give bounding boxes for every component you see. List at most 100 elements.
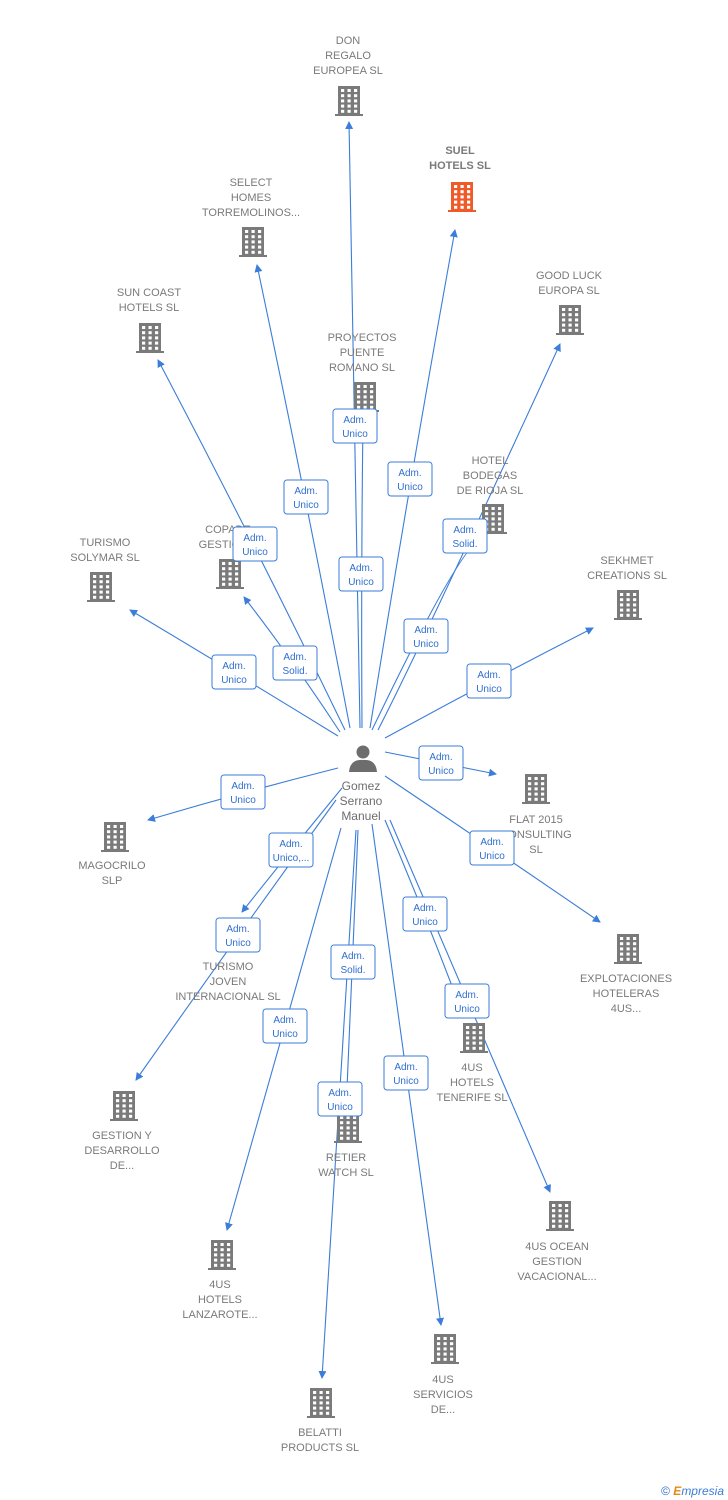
company-label-line: VACACIONAL... bbox=[517, 1271, 596, 1283]
relation-label-line: Unico bbox=[230, 795, 256, 806]
building-icon bbox=[431, 1334, 459, 1364]
relation-label-line: Unico bbox=[454, 1004, 480, 1015]
relation-label-line: Adm. bbox=[328, 1088, 351, 1099]
company-label-line: SLP bbox=[102, 875, 123, 887]
company-label-line: 4US OCEAN bbox=[525, 1241, 589, 1253]
relation-label-line: Unico bbox=[348, 577, 374, 588]
relation-label-line: Solid. bbox=[452, 539, 477, 550]
relation-badge-flat-2015[interactable]: Adm. Unico bbox=[418, 745, 464, 781]
building-icon bbox=[614, 590, 642, 620]
relation-label-line: Adm. bbox=[226, 924, 249, 935]
relation-badge-4us-tenerife[interactable]: Adm.Unico bbox=[402, 896, 448, 932]
company-node-4us-lanzarote[interactable]: 4US HOTELS LANZAROTE... bbox=[182, 1240, 258, 1321]
company-label-line: SERVICIOS bbox=[413, 1389, 473, 1401]
relation-badge-sun-coast[interactable]: Adm.Unico bbox=[232, 526, 278, 562]
relation-badge-magocrilo[interactable]: Adm. Unico bbox=[220, 774, 266, 810]
relation-badge-4us-servicios[interactable]: Adm.Unico bbox=[383, 1055, 429, 1091]
company-label-line: SL bbox=[529, 844, 542, 856]
relation-badge-don-regalo[interactable]: Adm.Unico bbox=[332, 408, 378, 444]
company-label-line: DON bbox=[336, 35, 361, 47]
relation-badge-hotel-bodegas[interactable]: Adm.Solid. bbox=[442, 518, 488, 554]
relation-badge-belatti[interactable]: Adm. Unico bbox=[317, 1081, 363, 1117]
building-icon bbox=[87, 572, 115, 602]
company-label-line: SUN COAST bbox=[117, 287, 181, 299]
relation-label-line: Unico bbox=[327, 1102, 353, 1113]
relation-label-line: Adm. bbox=[279, 839, 302, 850]
company-node-4us-servicios[interactable]: 4USSERVICIOSDE... bbox=[413, 1334, 473, 1416]
company-node-4us-ocean[interactable]: 4US OCEANGESTIONVACACIONAL... bbox=[517, 1201, 597, 1283]
relation-label-line: Unico bbox=[272, 1029, 298, 1040]
building-icon bbox=[556, 305, 584, 335]
relation-label-line: Unico bbox=[293, 500, 319, 511]
company-label-line: HOTELS bbox=[198, 1294, 242, 1306]
relation-label-line: Solid. bbox=[282, 666, 307, 677]
company-label-line: CONSULTING bbox=[500, 829, 571, 841]
relation-label-line: Solid. bbox=[340, 965, 365, 976]
relation-badge-select-homes[interactable]: Adm.Unico bbox=[283, 479, 329, 515]
relation-label-line: Adm. bbox=[477, 670, 500, 681]
relation-label-line: Adm. bbox=[243, 533, 266, 544]
company-label-line: REGALO bbox=[325, 50, 371, 62]
relation-label-line: Adm. bbox=[429, 752, 452, 763]
company-label-line: HOTELS bbox=[450, 1077, 494, 1089]
brand-logo[interactable]: Empresia bbox=[673, 1484, 724, 1498]
company-label-line: HOTELERAS bbox=[593, 988, 660, 1000]
relation-badge-explotaciones[interactable]: Adm.Unico bbox=[469, 830, 515, 866]
company-label-line: BELATTI bbox=[298, 1427, 342, 1439]
relation-label-line: Unico bbox=[428, 766, 454, 777]
company-label-line: SOLYMAR SL bbox=[70, 552, 140, 564]
relation-badge-copade[interactable]: Adm. Solid. bbox=[272, 645, 318, 681]
company-label-line: RETIER bbox=[326, 1152, 366, 1164]
relation-badge-suel-hotels[interactable]: Adm.Unico bbox=[387, 461, 433, 497]
company-label-line: INTERNACIONAL SL bbox=[175, 991, 280, 1003]
relation-label-line: Adm. bbox=[480, 837, 503, 848]
relation-badge-turismo-solymar[interactable]: Adm.Unico bbox=[211, 654, 257, 690]
company-node-belatti[interactable]: BELATTI PRODUCTS SL bbox=[281, 1388, 359, 1454]
company-label-line: BODEGAS bbox=[463, 470, 517, 482]
building-icon bbox=[101, 822, 129, 852]
building-icon bbox=[208, 1240, 236, 1270]
company-label-line: LANZAROTE... bbox=[182, 1309, 257, 1321]
building-icon bbox=[136, 323, 164, 353]
company-label-line: PRODUCTS SL bbox=[281, 1442, 359, 1454]
person-name-line: Manuel bbox=[341, 809, 380, 823]
relation-badge-proyectos-puente[interactable]: Adm.Unico bbox=[338, 556, 384, 592]
company-node-explotaciones[interactable]: EXPLOTACIONESHOTELERAS4US... bbox=[580, 934, 672, 1015]
relation-label-line: Adm. bbox=[231, 781, 254, 792]
relation-badge-good-luck[interactable]: Adm.Unico bbox=[403, 618, 449, 654]
company-node-select-homes[interactable]: SELECTHOMESTORREMOLINOS... bbox=[202, 177, 300, 257]
relation-label-line: Adm. bbox=[283, 652, 306, 663]
relation-label-line: Unico,... bbox=[273, 853, 310, 864]
company-node-don-regalo[interactable]: DON REGALO EUROPEA SL bbox=[313, 35, 383, 116]
company-label-line: EXPLOTACIONES bbox=[580, 973, 672, 985]
relation-badge-turismo-joven[interactable]: Adm. Unico,... bbox=[268, 832, 314, 868]
relation-label-line: Unico bbox=[397, 482, 423, 493]
relation-label-line: Adm. bbox=[414, 625, 437, 636]
relation-label-line: Unico bbox=[476, 684, 502, 695]
relation-badge-4us-lanzarote[interactable]: Adm.Unico bbox=[262, 1008, 308, 1044]
company-label-line: HOTELS SL bbox=[429, 160, 491, 172]
relation-badge-gestion-desarrollo[interactable]: Adm.Unico bbox=[215, 917, 261, 953]
company-label-line: 4US bbox=[209, 1279, 230, 1291]
company-label-line: FLAT 2015 bbox=[509, 814, 562, 826]
company-label-line: EUROPEA SL bbox=[313, 65, 383, 77]
relation-badge-4us-ocean[interactable]: Adm.Unico bbox=[444, 983, 490, 1019]
company-label-line: EUROPA SL bbox=[538, 285, 600, 297]
company-label-line: PUENTE bbox=[340, 347, 385, 359]
company-node-gestion-desarrollo[interactable]: GESTION YDESARROLLODE... bbox=[84, 1091, 160, 1172]
relation-badge-retier-watch[interactable]: Adm.Solid. bbox=[330, 944, 376, 980]
relation-badge-sekhmet[interactable]: Adm. Unico bbox=[466, 663, 512, 699]
